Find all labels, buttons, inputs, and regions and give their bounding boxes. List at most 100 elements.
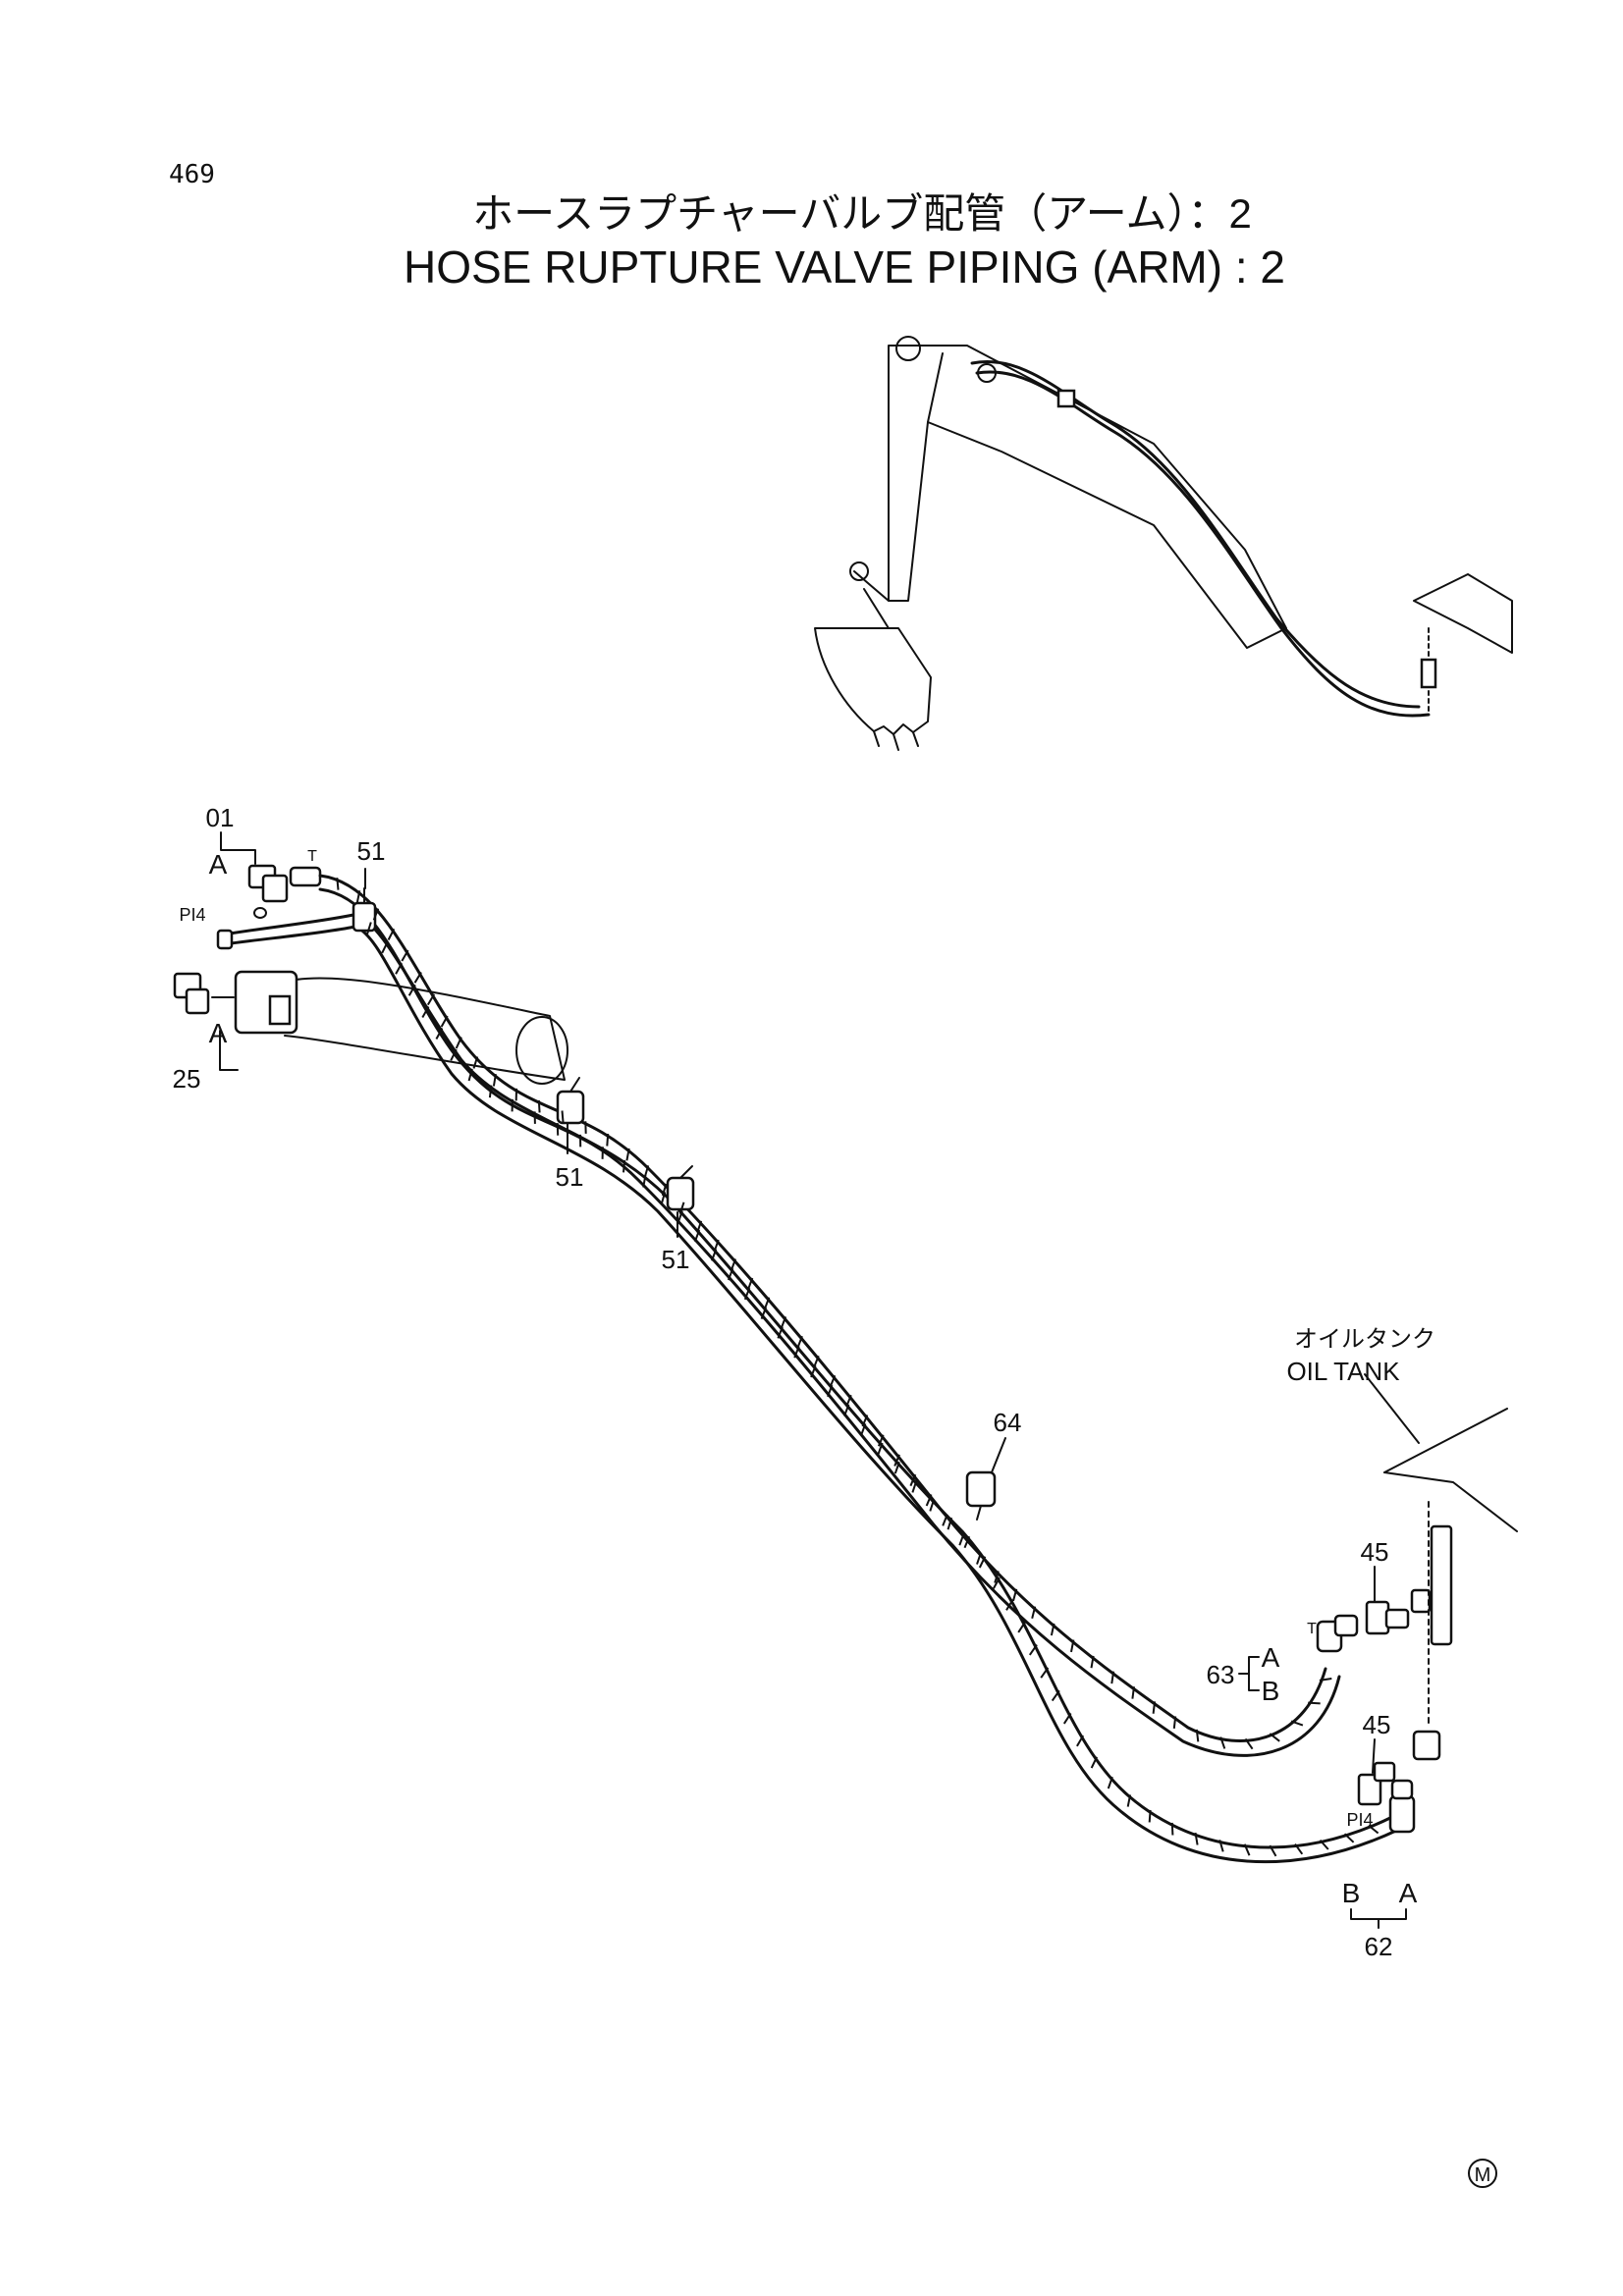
- oil-tank: [1364, 1373, 1518, 1729]
- hose-63-tick: [401, 949, 409, 962]
- hose-63-tick: [746, 1277, 754, 1291]
- hose-62-tick: [877, 1442, 884, 1456]
- hose-63-tick: [861, 1415, 869, 1427]
- hose-62-tick: [1126, 1794, 1132, 1807]
- hose-63-tick: [413, 971, 422, 984]
- excavator-arm-inset: [814, 336, 1513, 751]
- adapter-45-lower-thread: [1373, 1761, 1396, 1783]
- hose-62-tick: [843, 1404, 850, 1416]
- clamp-51-c: [666, 1165, 695, 1211]
- hose-62-tick: [760, 1307, 768, 1319]
- hose-62-tick: [793, 1346, 800, 1359]
- hose-62-tick: [1148, 1809, 1152, 1823]
- hose-63-tick: [336, 878, 340, 890]
- hose-63-tick: [355, 890, 361, 903]
- hose-63-tick: [796, 1335, 803, 1349]
- hose-62-tick: [978, 1556, 987, 1569]
- hose-62-tick: [395, 962, 404, 975]
- hose-62-tick: [711, 1249, 718, 1261]
- callout-64-leader: [991, 1437, 1006, 1473]
- hose-62-tick: [777, 1326, 784, 1339]
- arm-cylinder-assembly: [234, 970, 568, 1085]
- hose-63-tick: [780, 1316, 787, 1329]
- bucket: [814, 627, 932, 735]
- hose-62-tick: [450, 1048, 458, 1061]
- arm-pin-top: [895, 336, 921, 361]
- arm-edge: [927, 352, 944, 423]
- hose-62-tick: [1051, 1689, 1060, 1702]
- hose-62-tick: [1194, 1832, 1199, 1845]
- arm-outline: [888, 345, 1287, 649]
- hose-62-tick: [1170, 1822, 1174, 1836]
- clamp-51-a-body: [352, 901, 377, 933]
- hose-63-tick: [492, 1073, 497, 1087]
- hose-63-tick: [537, 1099, 541, 1113]
- hose-62-tick: [642, 1175, 647, 1188]
- hose-62-tick: [467, 1068, 473, 1082]
- hose-62-tick: [860, 1423, 867, 1436]
- oil-tank-leader: [1364, 1373, 1420, 1444]
- corner-mark: M: [1468, 2159, 1497, 2188]
- hose-62-nut: [1390, 1779, 1414, 1800]
- hose-62-tick: [407, 984, 416, 996]
- hose-63-tick: [1290, 1720, 1304, 1727]
- hose-63-tick: [1110, 1671, 1115, 1684]
- hose-62-tick: [1040, 1667, 1050, 1679]
- hose-62-tick: [366, 922, 372, 934]
- fitting-01-oring: [253, 907, 267, 919]
- hose-63-tick: [1050, 1623, 1055, 1636]
- hose-63-tick: [1219, 1736, 1226, 1749]
- end-label-a-62: A: [1399, 1878, 1418, 1908]
- hose-63-tick: [426, 993, 436, 1006]
- hose-63-tick: [1031, 1606, 1037, 1620]
- oil-tank-label-jp: オイルタンク: [1294, 1326, 1435, 1353]
- pi4-pipe-top-end: [216, 929, 234, 950]
- hose-62-tick: [893, 1461, 900, 1474]
- hose-62: [353, 913, 1400, 1864]
- callout-63-bracket: [1238, 1656, 1260, 1691]
- callout-01-leader: [220, 831, 256, 865]
- clamp-64: [965, 1470, 997, 1521]
- hose-63-tick: [606, 1133, 610, 1147]
- hose-62-tick: [676, 1210, 683, 1223]
- hose-63-tick: [1131, 1686, 1135, 1699]
- hose-63-tick: [845, 1394, 852, 1408]
- valve-port-block: [268, 994, 292, 1026]
- fitting-01: [247, 864, 322, 919]
- hose-62-tick: [693, 1229, 701, 1243]
- hose-63-tick: [472, 1056, 479, 1069]
- clamp-64-bolt: [976, 1505, 982, 1521]
- inset-hose-1: [970, 360, 1421, 709]
- hose-62-tick: [435, 1028, 444, 1040]
- callout-51-b: 51: [556, 1162, 584, 1192]
- hose-62-tick: [993, 1576, 1001, 1589]
- hose-63-tick: [909, 1473, 917, 1487]
- hose-62-tick: [660, 1192, 667, 1204]
- adapter-45-lower-body: [1357, 1773, 1382, 1806]
- hose-62-tick: [947, 1517, 953, 1530]
- hose-63-tick: [958, 1533, 965, 1546]
- callout-64: 64: [994, 1408, 1022, 1437]
- hose-62-tick: [1107, 1776, 1113, 1789]
- hose-62-tick: [381, 941, 389, 954]
- hose-62-tick: [963, 1535, 971, 1549]
- callout-45-lower-leader: [1372, 1738, 1376, 1774]
- hose-63-end-fitting: [1316, 1614, 1359, 1653]
- fitting-25: [173, 972, 235, 1015]
- hose-63-tick: [661, 1183, 668, 1197]
- hose-62-tick: [488, 1085, 493, 1098]
- callout-45-lower: 45: [1363, 1710, 1391, 1739]
- oil-tank-bracket: [1430, 1524, 1453, 1646]
- hose-62-tick: [1090, 1756, 1099, 1769]
- hose-63-tick: [625, 1148, 630, 1161]
- hose-63-tick: [994, 1571, 1000, 1583]
- oil-tank-label-en: OIL TANK: [1286, 1357, 1400, 1386]
- hose-62-line-2: [353, 925, 1400, 1864]
- callout-63: 63: [1207, 1660, 1235, 1689]
- hose-63: [318, 874, 1341, 1757]
- arm-cylinder-end: [515, 1016, 568, 1085]
- hose-62-end-fitting: [1388, 1779, 1416, 1834]
- bucket-pin: [849, 561, 869, 581]
- clamp-51-c-body: [666, 1176, 695, 1211]
- hose-63-tick: [1319, 1678, 1332, 1682]
